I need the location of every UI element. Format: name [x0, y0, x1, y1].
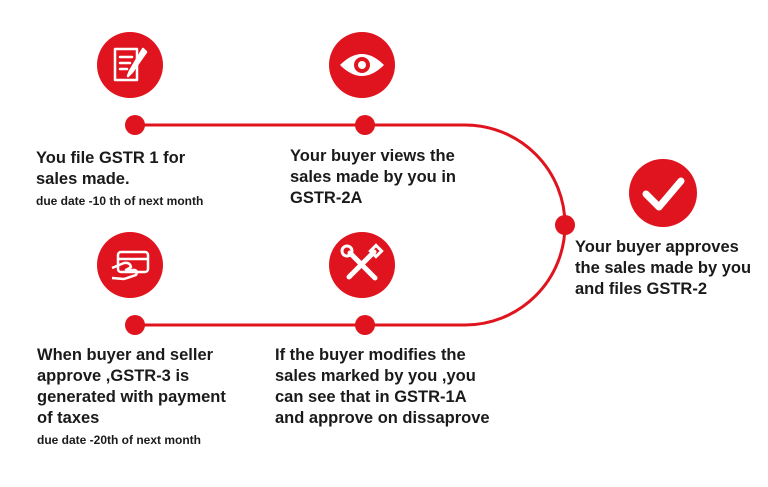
step-5-due-date: due date -20th of next month — [37, 433, 202, 447]
step-5-icon-badge — [97, 232, 163, 298]
step-2-node — [355, 115, 375, 135]
step-3-line-1: Your buyer approves — [575, 238, 739, 256]
step-5-line-1: When buyer and seller — [37, 346, 214, 364]
step-2-line-1: Your buyer views the — [290, 147, 455, 165]
eye-icon — [340, 54, 384, 76]
card-payment-icon — [111, 250, 150, 281]
step-4-line-1: If the buyer modifies the — [275, 346, 466, 364]
step-4-icon-badge — [329, 232, 395, 298]
tools-icon — [340, 243, 384, 281]
step-3-line-2: the sales made by you — [575, 259, 752, 277]
step-5-line-3: generated with payment — [37, 388, 226, 406]
step-1-due-date: due date -10 th of next month — [36, 194, 204, 208]
step-4-line-2: sales marked by you ,you — [275, 367, 476, 385]
step-4-line-3: can see that in GSTR-1A — [275, 388, 467, 406]
step-5-text: When buyer and seller approve ,GSTR-3 is… — [37, 345, 226, 448]
step-4-node — [355, 315, 375, 335]
step-3-text: Your buyer approves the sales made by yo… — [575, 237, 751, 300]
step-4-text: If the buyer modifies the sales marked b… — [275, 345, 490, 429]
step-4-line-4: and approve on dissaprove — [275, 409, 490, 427]
step-2-text: Your buyer views the sales made by you i… — [290, 146, 456, 209]
step-1-icon-badge — [97, 32, 163, 98]
step-2-icon-badge — [329, 32, 395, 98]
step-1-text: You file GSTR 1 for sales made. due date… — [36, 148, 203, 209]
step-2-line-2: sales made by you in — [290, 168, 456, 186]
step-5-line-2: approve ,GSTR-3 is — [37, 367, 190, 385]
step-5-node — [125, 315, 145, 335]
checkmark-icon — [642, 177, 685, 211]
step-1-line-1: You file GSTR 1 for — [36, 149, 186, 167]
step-1-node — [125, 115, 145, 135]
step-3-icon-badge — [629, 159, 697, 227]
file-edit-icon — [113, 47, 148, 82]
step-3-line-3: and files GSTR-2 — [575, 280, 708, 298]
step-3-node — [555, 215, 575, 235]
step-1-line-2: sales made. — [36, 170, 130, 188]
step-5-line-4: of taxes — [37, 409, 100, 427]
step-2-line-3: GSTR-2A — [290, 189, 363, 207]
